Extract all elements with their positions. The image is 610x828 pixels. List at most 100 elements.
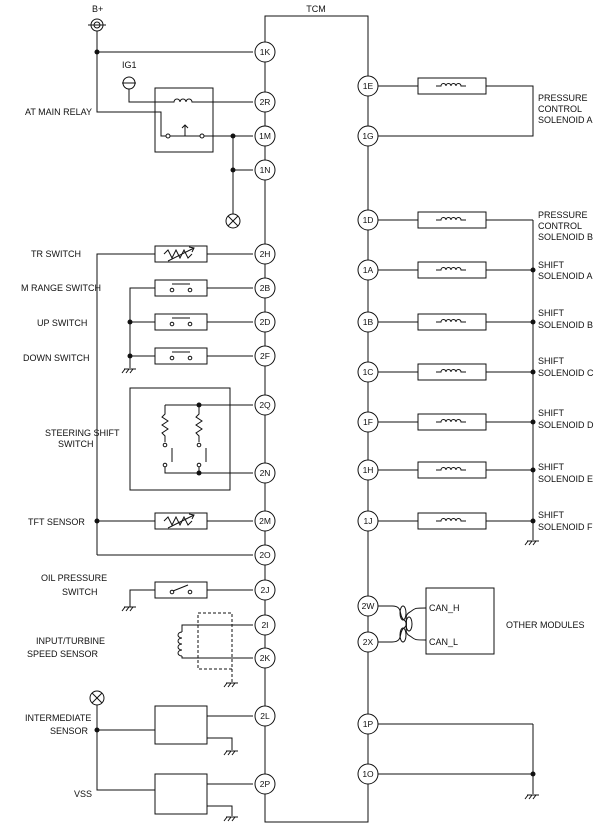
- pin-1G: 1G: [357, 125, 379, 147]
- pin-label: 1D: [363, 215, 374, 225]
- pin-label: 2X: [363, 637, 374, 647]
- ground-icon: [121, 606, 136, 612]
- tr-switch-label: TR SWITCH: [31, 249, 81, 259]
- pin-label: 1G: [362, 131, 373, 141]
- solenoid-coil-icon: [436, 467, 466, 471]
- steering-shift-label-2: SWITCH: [58, 439, 94, 449]
- pin-2Q: 2Q: [254, 394, 276, 416]
- intermediate-label-1: INTERMEDIATE: [25, 713, 91, 723]
- shift-d-label-1: SHIFT: [538, 408, 565, 418]
- pin-label: 1A: [363, 265, 374, 275]
- vss-label: VSS: [74, 789, 92, 799]
- shift-e-label-2: SOLENOID E: [538, 474, 593, 484]
- shift-solenoid-f: [417, 512, 487, 530]
- vss-sensor: [154, 773, 208, 815]
- pin-label: 2J: [261, 585, 270, 595]
- pcs-b-label-2: CONTROL: [538, 221, 582, 231]
- ground-icon: [223, 682, 238, 688]
- pin-label: 2P: [260, 779, 271, 789]
- pin-label: 2H: [260, 249, 271, 259]
- shift-c-label-1: SHIFT: [538, 356, 565, 366]
- pin-label: 2O: [259, 550, 271, 560]
- indicator-lamp-icon: [89, 690, 105, 706]
- pressure-control-solenoid-b: [417, 211, 487, 229]
- switch-icon: [169, 317, 193, 327]
- shift-e-label-1: SHIFT: [538, 462, 565, 472]
- pin-label: 2W: [362, 601, 375, 611]
- pin-label: 2L: [260, 711, 270, 721]
- solenoid-coil-icon: [436, 319, 466, 323]
- ig1-label: IG1: [122, 60, 137, 70]
- twisted-pair-icon: [377, 605, 427, 643]
- pin-1J: 1J: [357, 510, 379, 532]
- pin-1H: 1H: [357, 459, 379, 481]
- pin-1O: 1O: [357, 763, 379, 785]
- pin-1B: 1B: [357, 311, 379, 333]
- pin-2D: 2D: [254, 311, 276, 333]
- switch-icon: [162, 442, 207, 468]
- pin-label: 2F: [260, 351, 270, 361]
- solenoid-coil-icon: [436, 518, 466, 522]
- shift-solenoid-b: [417, 313, 487, 331]
- pin-2I: 2I: [254, 614, 276, 636]
- ground-icon: [223, 750, 238, 756]
- down-switch-label: DOWN SWITCH: [23, 353, 90, 363]
- input-turbine-label-2: SPEED SENSOR: [27, 649, 99, 659]
- pin-label: 1P: [363, 719, 374, 729]
- pin-terminals: 1K 2R 1M 1N 2H 2B 2D 2F 2Q 2N 2M 2O 2J 2…: [254, 41, 379, 795]
- oil-pressure-label-1: OIL PRESSURE: [41, 573, 107, 583]
- b-plus-terminal-icon: [88, 18, 106, 32]
- tcm-title: TCM: [306, 4, 326, 14]
- pin-label: 1E: [363, 81, 374, 91]
- solenoid-coil-icon: [436, 83, 466, 87]
- pin-1E: 1E: [357, 75, 379, 97]
- pin-2X: 2X: [357, 631, 379, 653]
- pin-2B: 2B: [254, 277, 276, 299]
- can-h-label: CAN_H: [429, 603, 460, 613]
- at-main-relay-label: AT MAIN RELAY: [25, 107, 92, 117]
- pin-1D: 1D: [357, 209, 379, 231]
- relay-contact-icon: [165, 124, 205, 139]
- switch-icon: [169, 351, 193, 361]
- shift-a-label-2: SOLENOID A: [538, 271, 593, 281]
- pin-1N: 1N: [254, 159, 276, 181]
- pin-2F: 2F: [254, 345, 276, 367]
- pin-label: 1M: [259, 131, 271, 141]
- tcm-block: [264, 15, 369, 823]
- oil-pressure-switch: [154, 581, 208, 599]
- pin-label: 2D: [260, 317, 271, 327]
- pin-label: 2M: [259, 516, 271, 526]
- pin-2H: 2H: [254, 243, 276, 265]
- solenoid-coil-icon: [436, 267, 466, 271]
- pin-1P: 1P: [357, 713, 379, 735]
- pin-label: 1H: [363, 465, 374, 475]
- shift-f-label-2: SOLENOID F: [538, 522, 593, 532]
- ground-icon: [524, 794, 539, 800]
- oil-pressure-label-2: SWITCH: [62, 587, 98, 597]
- other-modules-label: OTHER MODULES: [506, 620, 585, 630]
- pin-label: 1F: [363, 417, 373, 427]
- pin-2O: 2O: [254, 544, 276, 566]
- pin-label: 1C: [363, 367, 374, 377]
- steering-shift-label-1: STEERING SHIFT: [45, 428, 120, 438]
- m-range-switch-label: M RANGE SWITCH: [21, 283, 101, 293]
- m-range-switch: [154, 279, 208, 297]
- pin-label: 2I: [261, 620, 268, 630]
- indicator-lamp-icon: [225, 213, 241, 229]
- up-switch: [154, 313, 208, 331]
- variable-resistor-icon: [163, 246, 195, 262]
- input-turbine-label-1: INPUT/TURBINE: [36, 636, 105, 646]
- pin-2K: 2K: [254, 647, 276, 669]
- pin-1F: 1F: [357, 411, 379, 433]
- variable-resistor-icon: [163, 513, 195, 529]
- relay-coil-icon: [168, 98, 198, 103]
- pcs-b-label-3: SOLENOID B: [538, 232, 593, 242]
- pcs-b-label-1: PRESSURE: [538, 210, 588, 220]
- resistor-icon: [161, 405, 203, 442]
- shift-solenoid-d: [417, 413, 487, 431]
- pin-1M: 1M: [254, 125, 276, 147]
- pin-2L: 2L: [254, 705, 276, 727]
- shift-c-label-2: SOLENOID C: [538, 368, 594, 378]
- switch-icon: [169, 584, 193, 595]
